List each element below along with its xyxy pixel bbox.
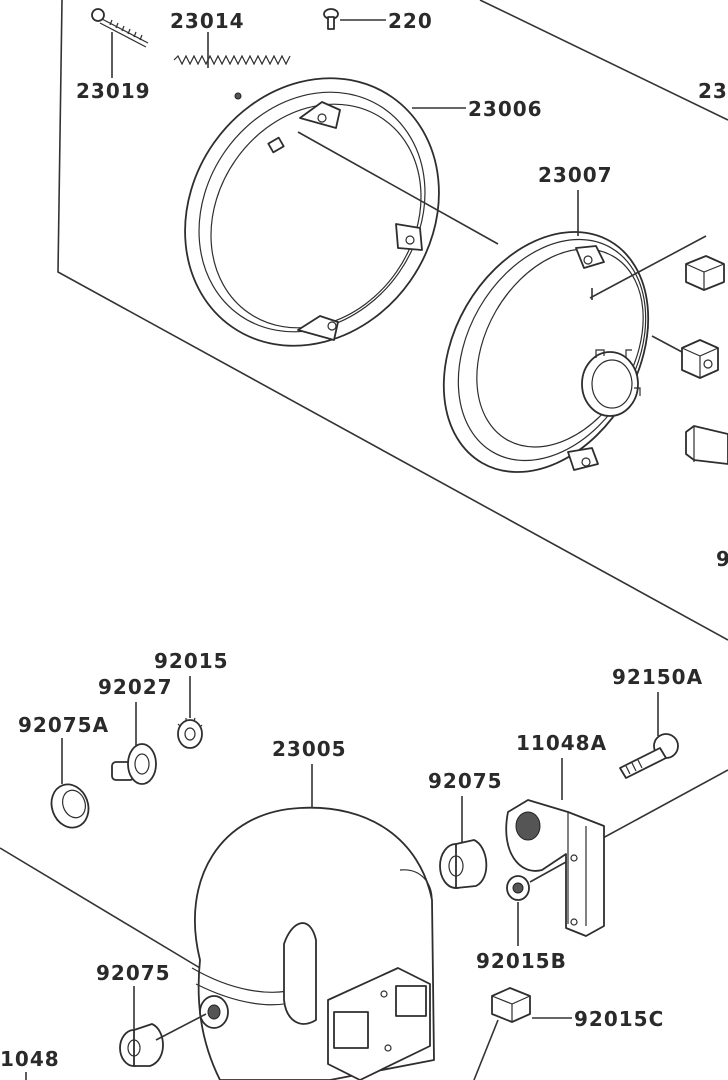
leader-clip-mid bbox=[651, 335, 683, 353]
leader-92015C-housing bbox=[473, 1019, 499, 1080]
bulb-right bbox=[685, 425, 728, 465]
label-23-partial: 23 bbox=[698, 79, 728, 103]
axis-line-rim bbox=[297, 131, 499, 245]
label-220: 220 bbox=[388, 9, 433, 33]
label-11048A: 11048A bbox=[516, 731, 607, 755]
label-92015-top: 92015 bbox=[154, 649, 229, 673]
nut-92015C bbox=[491, 987, 531, 1023]
spring-23014 bbox=[173, 54, 291, 100]
label-92075-bottom: 92075 bbox=[96, 961, 171, 985]
label-1048-partial: 1048 bbox=[0, 1047, 60, 1071]
label-92150A: 92150A bbox=[612, 665, 703, 689]
label-92027: 92027 bbox=[98, 675, 173, 699]
nut-92015-top bbox=[177, 717, 203, 749]
leader-92015B-bracket bbox=[529, 861, 567, 883]
label-23019: 23019 bbox=[76, 79, 151, 103]
subassembly-boundary bbox=[57, 0, 728, 641]
housing-23005 bbox=[191, 806, 435, 1080]
bolt-92150A bbox=[619, 733, 679, 779]
collar-92027 bbox=[111, 743, 157, 785]
bushing-92075A bbox=[50, 783, 90, 829]
screw-220 bbox=[323, 8, 339, 30]
boundary-leader-left bbox=[0, 847, 201, 969]
label-9-partial: 9 bbox=[716, 547, 728, 571]
label-92075A: 92075A bbox=[18, 713, 109, 737]
bushing-92075-bottom bbox=[119, 1023, 164, 1067]
screw-23019 bbox=[91, 8, 149, 48]
clip-mid-right bbox=[681, 339, 719, 379]
reflector-unit-23007 bbox=[442, 231, 650, 473]
label-23007: 23007 bbox=[538, 163, 613, 187]
leader-92075-bottom-housing bbox=[155, 1013, 207, 1041]
boundary-leader-right bbox=[589, 769, 728, 846]
leader-23007-bracket bbox=[589, 235, 707, 299]
bracket-11048A bbox=[505, 799, 605, 937]
clip-upper-right bbox=[685, 255, 725, 291]
bushing-92075-right bbox=[439, 839, 488, 889]
label-92015C: 92015C bbox=[574, 1007, 664, 1031]
label-92075-right: 92075 bbox=[428, 769, 503, 793]
subassembly-boundary-top bbox=[479, 0, 728, 121]
label-23014: 23014 bbox=[170, 9, 245, 33]
label-23006: 23006 bbox=[468, 97, 543, 121]
nut-92015B bbox=[506, 875, 530, 901]
rim-23006 bbox=[184, 77, 440, 347]
label-23005: 23005 bbox=[272, 737, 347, 761]
label-92015B: 92015B bbox=[476, 949, 567, 973]
